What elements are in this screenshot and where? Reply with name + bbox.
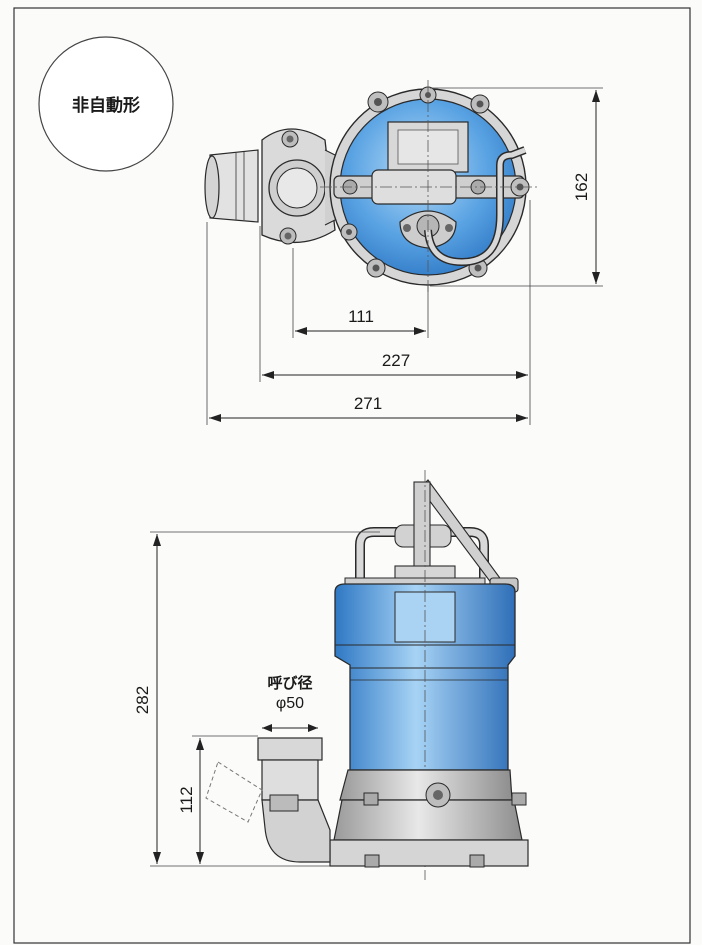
side-pump-casing — [329, 769, 529, 868]
dim-mid: 227 — [262, 351, 528, 379]
dim-mid-label: 227 — [382, 351, 410, 370]
dim-overall-label: 271 — [354, 394, 382, 413]
dim-outlet-height-label: 112 — [177, 786, 196, 813]
side-view: 呼び径 φ50 282 112 — [133, 470, 529, 880]
top-motor-housing — [320, 80, 540, 295]
type-badge: 非自動形 — [38, 36, 174, 172]
side-outlet-elbow — [205, 737, 331, 863]
side-motor-body — [334, 470, 516, 880]
dim-side-height: 282 — [133, 531, 380, 867]
dim-top-height-label: 162 — [572, 173, 591, 201]
top-outlet-pipe — [204, 149, 259, 223]
dim-side-height-label: 282 — [133, 686, 152, 714]
dim-outlet-height: 112 — [177, 735, 258, 864]
dim-overall: 271 — [209, 394, 528, 422]
dim-top-height: 162 — [430, 87, 603, 287]
top-view: 162 111 227 271 — [204, 80, 603, 425]
nominal-size-value: φ50 — [276, 695, 304, 712]
nominal-size-note: 呼び径 φ50 — [262, 674, 318, 732]
page-border — [13, 7, 691, 944]
dim-inner-label: 111 — [348, 307, 374, 326]
dim-inner: 111 — [295, 307, 426, 335]
nominal-size-label: 呼び径 — [267, 674, 312, 692]
badge-label: 非自動形 — [72, 95, 140, 116]
